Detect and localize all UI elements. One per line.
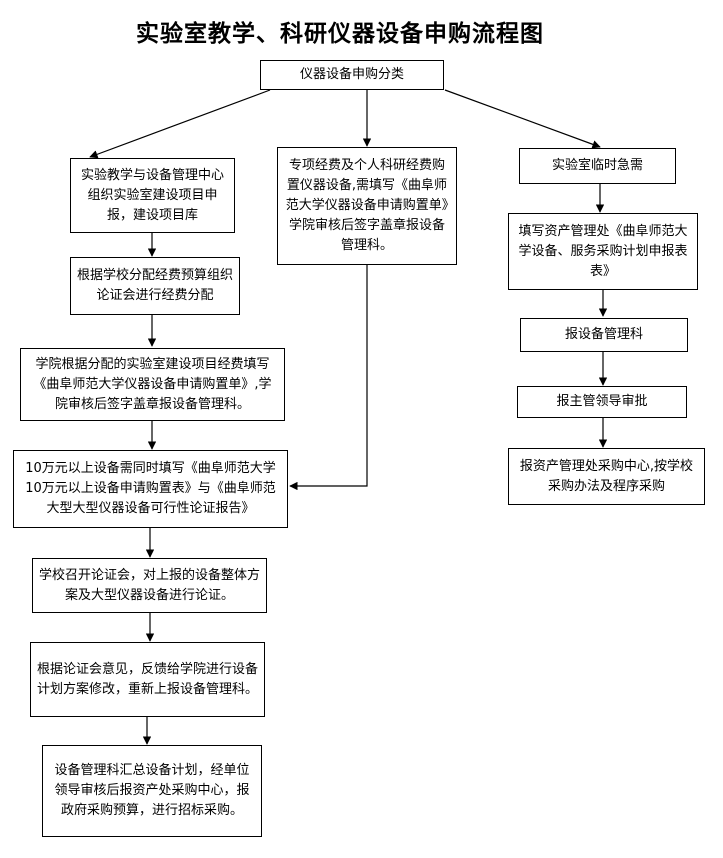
page-title: 实验室教学、科研仪器设备申购流程图 — [136, 20, 544, 47]
node-plan-revision-label: 根据论证会意见，反馈给学院进行设备计划方案修改，重新上报设备管理科。 — [37, 661, 259, 697]
node-report-equipment-office: 报设备管理科 — [520, 318, 688, 352]
node-tender-procurement: 设备管理科汇总设备计划，经单位领导审核后报资产处采购中心，报政府采购预算，进行招… — [42, 745, 262, 837]
node-budget-allocation: 根据学校分配经费预算组织论证会进行经费分配 — [70, 257, 240, 315]
node-procurement-plan-form-label: 填写资产管理处《曲阜师范大学设备、服务采购计划申报表表》 — [518, 223, 688, 279]
arrow-root-right — [444, 89, 601, 149]
node-urgent-need-label: 实验室临时急需 — [551, 158, 643, 173]
node-large-equipment-forms: 10万元以上设备需同时填写《曲阜师范大学10万元以上设备申请购置表》与《曲阜师范… — [13, 450, 288, 528]
node-college-application: 学院根据分配的实验室建设项目经费填写《曲阜师范大学仪器设备申请购置单》,学院审核… — [20, 348, 285, 421]
node-tender-procurement-label: 设备管理科汇总设备计划，经单位领导审核后报资产处采购中心，报政府采购预算，进行招… — [54, 763, 250, 818]
node-asset-procurement: 报资产管理处采购中心,按学校采购办法及程序采购 — [508, 448, 705, 505]
node-budget-allocation-label: 根据学校分配经费预算组织论证会进行经费分配 — [77, 268, 234, 303]
node-special-funds-label: 专项经费及个人科研经费购置仪器设备,需填写《曲阜师范大学仪器设备申请购置单》学院… — [285, 158, 449, 253]
node-leader-approval-label: 报主管领导审批 — [556, 394, 648, 409]
node-large-equipment-forms-label: 10万元以上设备需同时填写《曲阜师范大学10万元以上设备申请购置表》与《曲阜师范… — [25, 461, 276, 516]
node-college-application-label: 学院根据分配的实验室建设项目经费填写《曲阜师范大学仪器设备申请购置单》,学院审核… — [33, 356, 272, 412]
node-category-label: 仪器设备申购分类 — [299, 67, 404, 82]
node-report-equipment-office-label: 报设备管理科 — [564, 327, 643, 342]
node-leader-approval: 报主管领导审批 — [517, 386, 687, 418]
node-evaluation-meeting: 学校召开论证会，对上报的设备整体方案及大型仪器设备进行论证。 — [32, 558, 267, 613]
node-project-declaration: 实验教学与设备管理中心组织实验室建设项目申报，建设项目库 — [70, 158, 235, 233]
node-plan-revision: 根据论证会意见，反馈给学院进行设备计划方案修改，重新上报设备管理科。 — [30, 642, 265, 717]
node-project-declaration-label: 实验教学与设备管理中心组织实验室建设项目申报，建设项目库 — [80, 167, 224, 223]
node-asset-procurement-label: 报资产管理处采购中心,按学校采购办法及程序采购 — [519, 458, 694, 494]
node-urgent-need: 实验室临时急需 — [519, 148, 676, 184]
node-evaluation-meeting-label: 学校召开论证会，对上报的设备整体方案及大型仪器设备进行论证。 — [39, 567, 261, 603]
node-category: 仪器设备申购分类 — [260, 60, 444, 90]
node-procurement-plan-form: 填写资产管理处《曲阜师范大学设备、服务采购计划申报表表》 — [508, 213, 698, 290]
arrow-mid-left4 — [289, 265, 368, 491]
node-special-funds: 专项经费及个人科研经费购置仪器设备,需填写《曲阜师范大学仪器设备申请购置单》学院… — [277, 147, 457, 265]
arrow-root-left — [89, 89, 271, 159]
